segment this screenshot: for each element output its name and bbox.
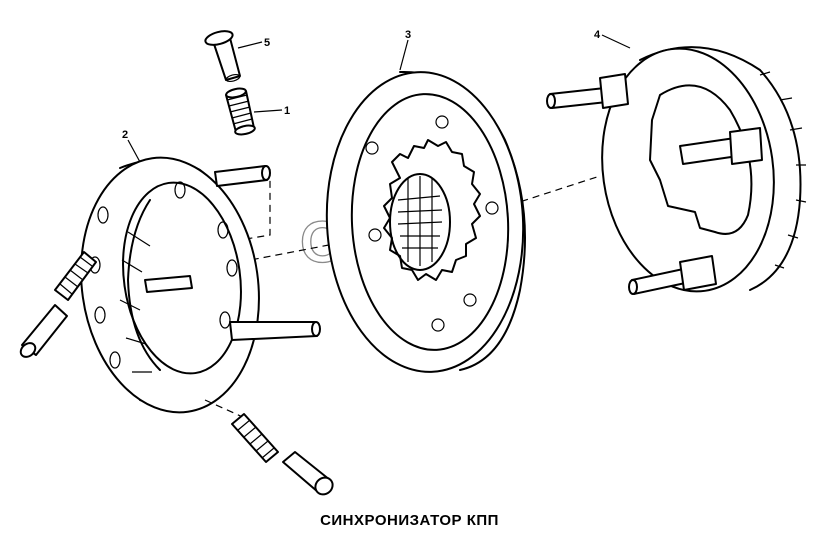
callout-1: 1 xyxy=(284,105,290,117)
diagram-caption: СИНХРОНИЗАТОР КПП xyxy=(320,512,499,529)
callout-2: 2 xyxy=(122,129,128,141)
part-2-cone-ring xyxy=(80,156,321,414)
callout-4: 4 xyxy=(594,29,601,41)
part-3-hub xyxy=(325,70,526,373)
part-5-pin xyxy=(204,30,241,83)
bottom-spring-and-pin xyxy=(204,399,334,496)
left-spring-and-pin xyxy=(19,251,97,358)
callout-5: 5 xyxy=(264,37,270,49)
callout-leaders xyxy=(127,34,631,163)
part-4-blocking-ring xyxy=(546,46,807,295)
callout-3: 3 xyxy=(405,29,411,41)
part-1-spring xyxy=(225,87,256,136)
